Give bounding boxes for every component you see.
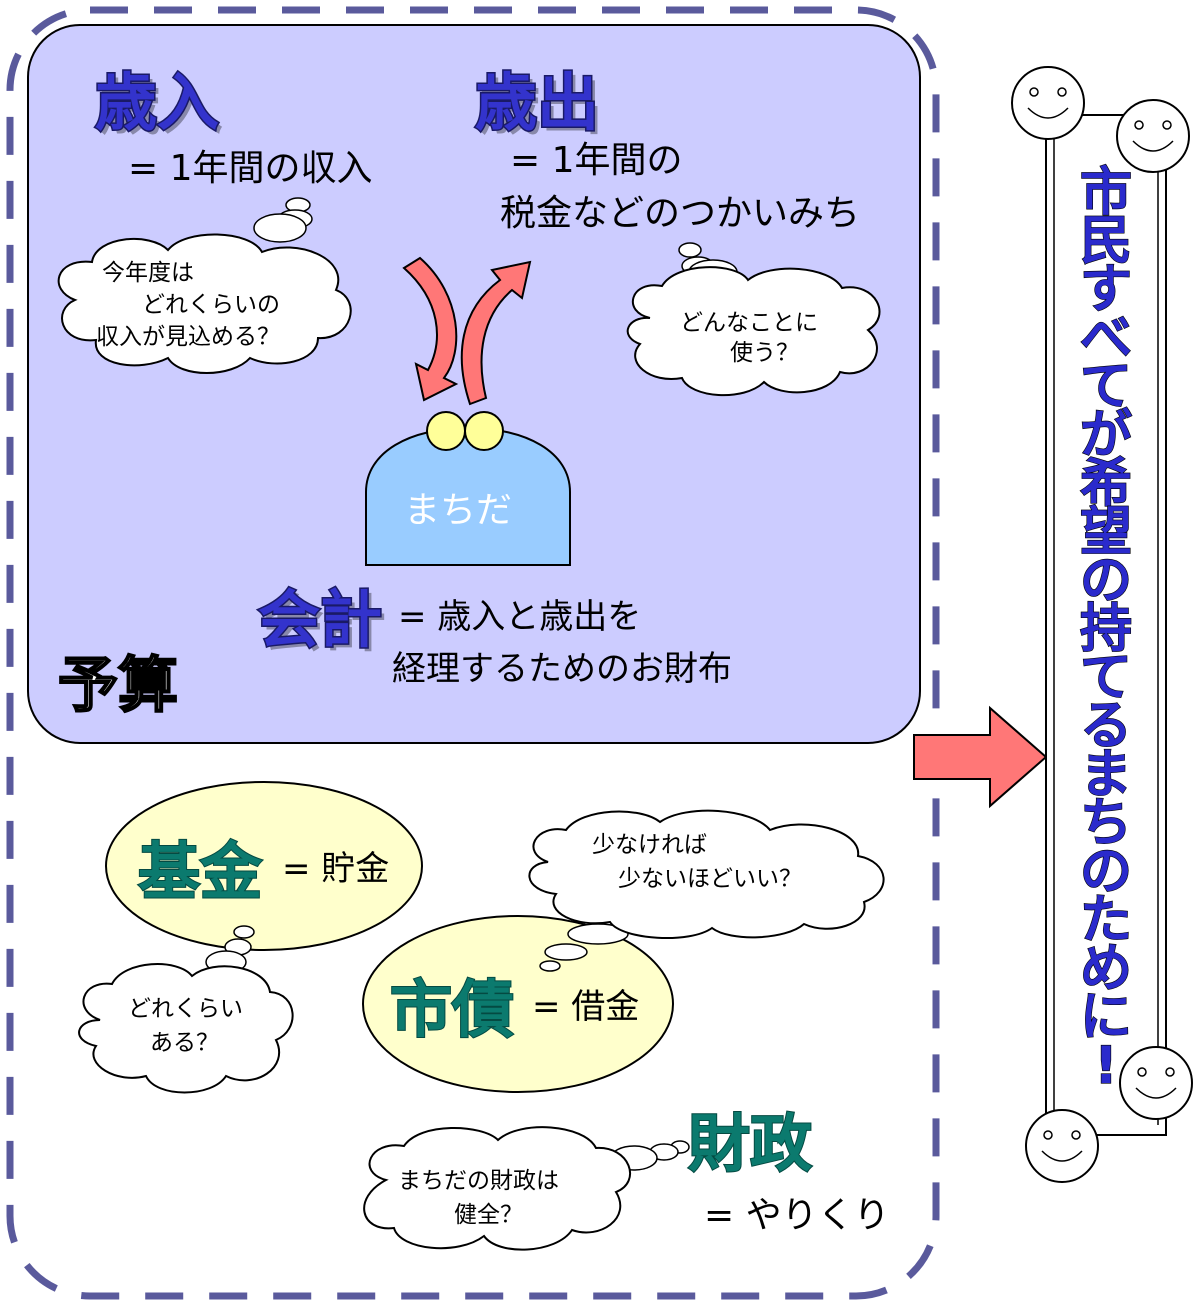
bond-term: 市債 <box>390 973 514 1046</box>
accounting-heading: 会計 会計 <box>257 582 387 661</box>
goal-char: る <box>1080 697 1132 757</box>
goal-char: て <box>1080 357 1132 417</box>
svg-text:少ないほどいい？: 少ないほどいい？ <box>618 866 802 892</box>
revenue-heading: 歳入 歳入 <box>94 65 224 144</box>
svg-text:歳入: 歳入 <box>95 66 219 139</box>
city-label: まちだ <box>404 490 512 531</box>
svg-text:ある？: ある？ <box>150 1030 219 1056</box>
svg-text:歳入: 歳入 <box>99 70 223 143</box>
svg-text:どれくらい: どれくらい <box>128 996 243 1022</box>
goal-banner <box>1045 114 1167 1136</box>
expenditure-thought-cloud: どんなことに 使う？ <box>626 242 881 397</box>
goal-char: す <box>1080 260 1132 320</box>
finance-thought-cloud: まちだの財政は 健全？ <box>363 1126 690 1251</box>
accounting-definition-line1: = 歳入と歳出を <box>398 597 641 637</box>
goal-char: 市 <box>1080 163 1132 223</box>
goal-char: の <box>1080 842 1132 902</box>
fund-term: 基金 <box>138 835 263 908</box>
goal-char: ! <box>1094 1036 1118 1096</box>
revenue-definition: = 1年間の収入 <box>128 148 373 189</box>
right-arrow <box>913 705 1048 809</box>
smiley-face-icon <box>1025 1109 1099 1183</box>
fund-thought-cloud: どれくらい ある？ <box>78 925 294 1094</box>
goal-char: て <box>1080 648 1132 708</box>
revenue-flow-arrow <box>402 256 459 402</box>
goal-char: め <box>1080 939 1132 999</box>
svg-text:会計: 会計 <box>262 587 386 660</box>
expenditure-definition-line1: = 1年間の <box>510 140 683 181</box>
goal-char: ち <box>1080 794 1132 854</box>
goal-char: 希 <box>1080 454 1132 514</box>
bond-ellipse: 市債 = 借金 <box>362 915 674 1093</box>
finance-definition: = やりくり <box>704 1195 890 1236</box>
budget-title: 予算 <box>58 651 178 721</box>
svg-text:収入が見込める？: 収入が見込める？ <box>96 324 280 350</box>
svg-text:歳出: 歳出 <box>479 70 603 143</box>
goal-char: べ <box>1080 309 1132 369</box>
revenue-thought-cloud: 今年度は どれくらいの 収入が見込める？ <box>57 197 352 374</box>
goal-char: た <box>1080 891 1132 951</box>
goal-char: 民 <box>1080 212 1132 272</box>
finance-term: 財政 <box>688 1107 812 1180</box>
goal-char: が <box>1080 406 1132 466</box>
expenditure-heading: 歳出 歳出 <box>474 65 604 144</box>
goal-char: 望 <box>1080 503 1132 563</box>
goal-char: の <box>1080 551 1132 611</box>
svg-text:どんなことに: どんなことに <box>680 310 818 336</box>
city-purse: まちだ <box>365 411 571 566</box>
bond-definition: = 借金 <box>532 987 639 1027</box>
fund-ellipse: 基金 = 貯金 <box>105 781 423 951</box>
bond-thought-cloud: 少なければ 少ないほどいい？ <box>528 809 885 972</box>
svg-text:少なければ: 少なければ <box>592 832 707 858</box>
expenditure-flow-arrow <box>460 260 532 406</box>
svg-text:今年度は: 今年度は <box>102 260 194 286</box>
smiley-face-icon <box>1116 99 1190 173</box>
goal-char: 持 <box>1080 600 1132 660</box>
outer-dashed-frame <box>6 6 940 1300</box>
svg-text:会計: 会計 <box>258 583 382 656</box>
svg-text:歳出: 歳出 <box>475 66 599 139</box>
goal-char: に <box>1080 988 1132 1048</box>
smiley-face-icon <box>1119 1046 1193 1120</box>
accounting-definition-line2: 経理するためのお財布 <box>392 649 732 689</box>
goal-char: ま <box>1080 745 1132 805</box>
smiley-face-icon <box>1011 66 1085 140</box>
svg-text:健全？: 健全？ <box>454 1202 523 1228</box>
svg-text:まちだの財政は: まちだの財政は <box>398 1168 559 1194</box>
fund-definition: = 貯金 <box>282 849 389 889</box>
expenditure-definition-line2: 税金などのつかいみち <box>500 193 860 234</box>
svg-text:使う？: 使う？ <box>730 340 799 366</box>
svg-text:どれくらいの: どれくらいの <box>142 292 280 318</box>
